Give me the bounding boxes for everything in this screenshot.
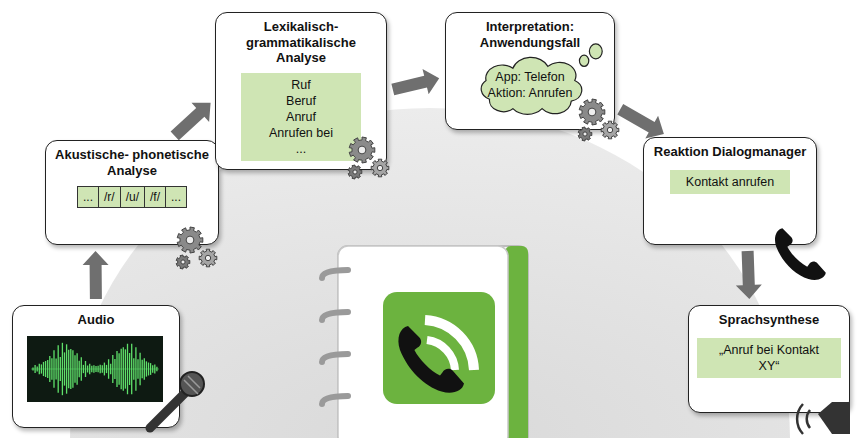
audio-box: Audio	[12, 305, 180, 428]
phonebook-icon	[322, 246, 528, 438]
node-text: Anrufen bei	[251, 125, 351, 141]
node-text: ...	[251, 141, 351, 157]
node-text: Kontakt anrufen	[680, 174, 780, 190]
phoneme-cell: /u/	[120, 187, 144, 207]
node-text: Aktion: Anrufen	[488, 86, 573, 102]
process-box: Interpretation: AnwendungsfallApp: Telef…	[445, 12, 615, 130]
node-text: Beruf	[251, 93, 351, 109]
flow-arrow	[617, 104, 664, 138]
gear-hub	[353, 170, 357, 174]
gear-icon	[579, 99, 605, 125]
gear-icon	[601, 121, 619, 139]
node-text: Anruf	[251, 109, 351, 125]
process-box: Sprachsynthese „Anruf bei Kontakt XY“	[688, 305, 850, 413]
node-text: „Anruf bei Kontakt XY“	[707, 342, 831, 374]
box-body: Kontakt anrufen	[652, 170, 808, 194]
box-heading: Akustische- phonetische Analyse	[54, 147, 210, 178]
thought-cloud: App: TelefonAktion: Anrufen	[472, 57, 589, 115]
gear-hub	[181, 260, 185, 264]
flow-arrow	[391, 69, 439, 95]
green-panel: Kontakt anrufen	[670, 170, 790, 194]
node-text: ...	[83, 190, 93, 204]
node-text: ...	[171, 190, 181, 204]
gear-icon	[371, 159, 389, 177]
green-panel: RufBerufAnrufAnrufen bei...	[241, 73, 361, 161]
flow-arrow	[736, 251, 762, 299]
box-heading: Reaktion Dialogmanager	[652, 144, 808, 160]
node-text: /u/	[126, 190, 139, 204]
phoneme-cell: /r/	[98, 187, 120, 207]
box-heading: Lexikalisch- grammatikalische Analyse	[224, 19, 378, 66]
gear-icon	[348, 165, 362, 179]
gear-hub	[583, 132, 587, 136]
gear-hub	[588, 108, 596, 116]
waveform-picture	[27, 336, 163, 402]
flow-arrow	[171, 103, 211, 141]
box-heading: Interpretation: Anwendungsfall	[454, 19, 606, 50]
process-box: Lexikalisch- grammatikalische AnalyseRuf…	[215, 12, 387, 170]
gear-icon	[176, 255, 190, 269]
gear-icon	[578, 127, 592, 141]
process-box: Reaktion DialogmanagerKontakt anrufen	[643, 137, 817, 245]
box-heading: Sprachsynthese	[697, 312, 841, 328]
phoneme-cell: ...	[78, 187, 98, 207]
phoneme-cell: ...	[165, 187, 186, 207]
phoneme-strip: ... /r/ /u/ /f/...	[77, 186, 187, 208]
gear-hub	[358, 146, 366, 154]
node-text: Ruf	[251, 77, 351, 93]
gear-icon	[177, 227, 203, 253]
gear-icon	[349, 137, 375, 163]
gear-hub	[377, 165, 382, 170]
gear-hub	[205, 255, 210, 260]
box-body: App: TelefonAktion: Anrufen	[454, 57, 606, 115]
process-box: Akustische- phonetische Analyse... /r/ /u/…	[45, 140, 219, 245]
box-body: „Anruf bei Kontakt XY“	[697, 338, 841, 378]
green-panel: „Anruf bei Kontakt XY“	[697, 338, 841, 378]
gear-hub	[607, 127, 612, 132]
phoneme-cell: /f/	[144, 187, 165, 207]
node-text: /r/	[104, 190, 115, 204]
box-heading: Audio	[21, 312, 171, 328]
box-body: RufBerufAnrufAnrufen bei...	[224, 73, 378, 161]
node-text: App: Telefon	[488, 70, 573, 86]
handset-icon	[775, 228, 826, 280]
node-text: /f/	[150, 190, 160, 204]
flow-arrow	[83, 251, 109, 299]
microphone	[150, 372, 204, 428]
gear-hub	[186, 236, 194, 244]
gear-icon	[199, 249, 217, 267]
speaker-icon	[797, 402, 850, 434]
